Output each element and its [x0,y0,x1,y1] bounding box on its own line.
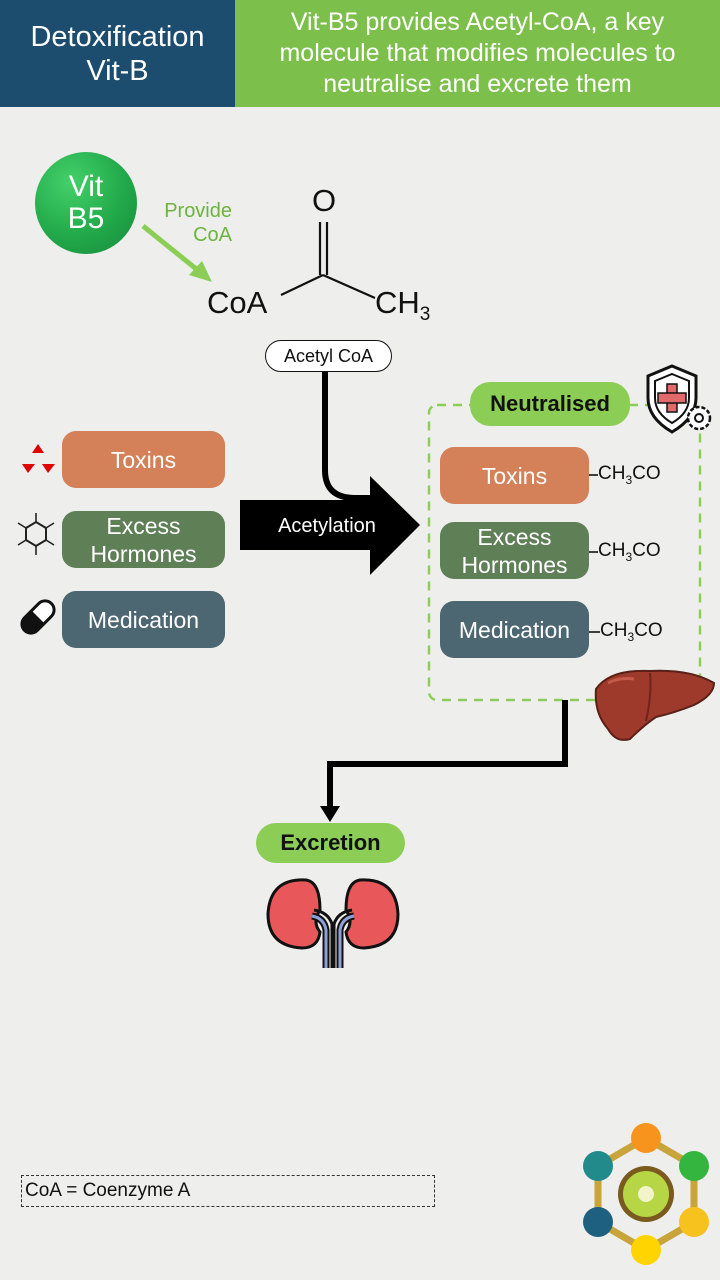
excretion-path [327,700,568,810]
oxygen-atom: O [312,183,337,218]
acetyl-suffix: CO [634,620,663,641]
shield-gear-icon [646,364,712,434]
acetyl-subscript: 3 [625,549,633,564]
input-hormones-line1: Excess [106,512,181,539]
input-toxins: Toxins [62,431,225,488]
acetyl-group-2: CH3CO [598,540,661,564]
header-title-line2: Vit-B [86,54,149,87]
acetyl-subscript: 3 [625,472,633,487]
excretion-label: Excretion [256,823,405,863]
coa-group: CoA [207,285,268,320]
header-title: Detoxification Vit-B [0,0,235,107]
acetyl-suffix: CO [632,463,661,484]
provide-label-line2: CoA [193,224,232,246]
vitamin-b5-circle: Vit B5 [35,152,137,254]
output-hormones-line1: Excess [477,523,552,550]
provide-label-line1: Provide [164,200,232,222]
output-hormones-line2: Hormones [461,551,568,578]
output-excess-hormones: Excess Hormones [440,522,589,579]
acetyl-suffix: CO [632,540,661,561]
kidneys-icon [266,878,400,968]
input-hormones-line2: Hormones [90,540,197,567]
header-title-line1: Detoxification [30,20,205,53]
vitamin-line2: B5 [67,202,105,235]
toxin-triangles-icon [22,444,55,473]
acetylation-arrow [240,476,420,575]
methyl-group: CH3 [375,285,430,326]
acetyl-group-1: CH3CO [598,463,661,487]
brand-logo-icon [583,1123,709,1265]
acetylation-label: Acetylation [278,515,376,537]
input-medication: Medication [62,591,225,648]
bond-c-ch3 [322,273,376,300]
acetyl-subscript: 3 [627,629,635,644]
provide-coa-label: Provide CoA [150,199,232,247]
legend-coa: CoA = Coenzyme A [21,1175,435,1207]
provide-arrow-head [189,261,212,282]
vitamin-line1: Vit [68,170,104,203]
hormone-molecule-icon [17,513,55,555]
provide-arrow-line [141,224,202,274]
acetyl-coa-curve [322,372,380,501]
acetyl-prefix: CH [598,463,626,484]
input-excess-hormones: Excess Hormones [62,511,225,568]
output-medication: Medication [440,601,589,658]
acetyl-prefix: CH [600,620,628,641]
acetyl-group-3: CH3CO [600,620,663,644]
bond-coa-c [280,274,324,296]
acetyl-prefix: CH [598,540,626,561]
methyl-text: CH [375,285,420,320]
acetyl-coa-label: Acetyl CoA [265,340,392,372]
header-description: Vit-B5 provides Acetyl-CoA, a key molecu… [235,0,720,107]
liver-icon [594,669,716,741]
medication-pill-icon [20,599,56,635]
excretion-arrow-head [320,806,340,822]
methyl-subscript: 3 [419,304,431,326]
neutralised-box [427,403,702,702]
neutralised-label: Neutralised [470,382,630,426]
output-toxins: Toxins [440,447,589,504]
